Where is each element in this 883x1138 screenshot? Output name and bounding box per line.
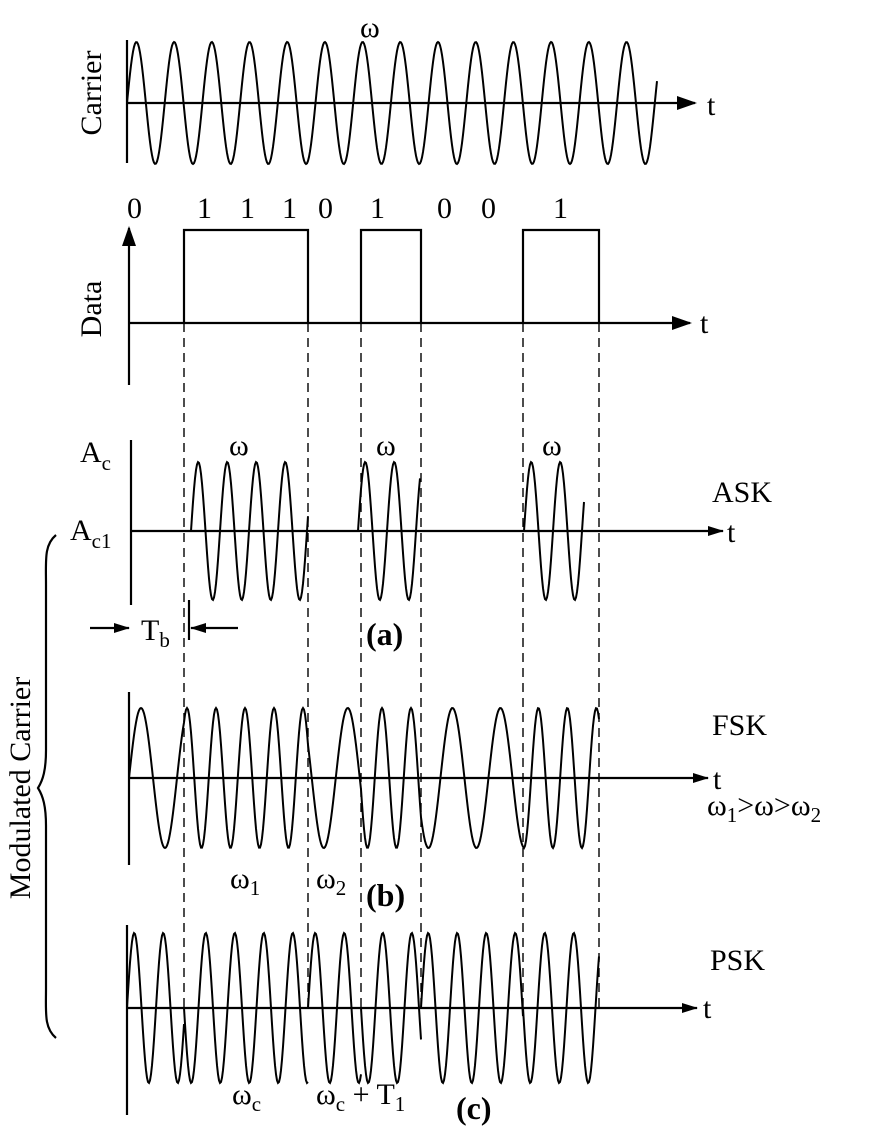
data-panel: Data t 0 1 1 1 0 1 0 0 1: [75, 192, 709, 385]
psk-wave: [126, 931, 600, 1085]
bit-boundary-guides: [183, 323, 600, 1008]
fsk-wave: [128, 706, 600, 850]
bit-label-3: 1: [240, 192, 255, 225]
ask-wave: [190, 460, 585, 602]
data-bit-pulses: [182, 228, 601, 323]
data-t-label: t: [700, 307, 709, 340]
fsk-label: FSK: [712, 709, 767, 742]
bit-label-4: 1: [282, 192, 297, 225]
bit-label-8: 0: [481, 192, 496, 225]
ask-panel: t ASK Ac Ac1 ω ω ω Tb (a): [70, 429, 772, 652]
ask-label: ASK: [712, 476, 772, 509]
ask-omega-label-1: ω: [229, 429, 249, 462]
psk-label: PSK: [710, 944, 765, 977]
ask-omega-label-3: ω: [542, 429, 562, 462]
psk-omega-c-label: ωc: [232, 1078, 261, 1116]
bit-label-2: 1: [197, 192, 212, 225]
fsk-panel: t FSK ω1>ω>ω2 ω1 ω2 (b): [127, 692, 821, 913]
fsk-omega2-label: ω2: [316, 862, 346, 900]
bit-label-5: 0: [318, 192, 333, 225]
modulated-carrier-brace: [36, 534, 57, 1039]
fsk-t-label: t: [713, 763, 722, 796]
psk-omega-c-plus-t1-label: ωc + T1: [316, 1078, 405, 1116]
ask-omega-label-2: ω: [376, 429, 396, 462]
modulated-carrier-group: Modulated Carrier: [4, 534, 57, 1039]
ask-t-label: t: [727, 516, 736, 549]
carrier-omega-label: ω: [360, 11, 380, 44]
psk-panel-tag: (c): [456, 1090, 492, 1126]
carrier-wave: [126, 40, 658, 166]
modulated-carrier-label: Modulated Carrier: [4, 677, 37, 899]
fsk-frequency-relation: ω1>ω>ω2: [707, 789, 821, 827]
ask-ac1-label: Ac1: [70, 514, 112, 553]
fsk-panel-tag: (b): [366, 877, 405, 913]
bit-label-9: 1: [553, 192, 568, 225]
ask-ac-label: Ac: [80, 436, 111, 475]
psk-t-label: t: [703, 992, 712, 1025]
psk-panel: t PSK ωc ωc + T1 (c): [125, 925, 765, 1126]
bit-label-6: 1: [370, 192, 385, 225]
tb-label: Tb: [141, 614, 170, 652]
bit-label-1: 0: [127, 192, 142, 225]
data-axis-label: Data: [75, 281, 108, 338]
carrier-axis-label: Carrier: [75, 51, 108, 136]
carrier-panel: Carrier t ω: [75, 11, 716, 166]
carrier-t-label: t: [707, 89, 716, 122]
bit-label-7: 0: [437, 192, 452, 225]
fsk-omega1-label: ω1: [230, 862, 260, 900]
ask-panel-tag: (a): [366, 616, 403, 652]
